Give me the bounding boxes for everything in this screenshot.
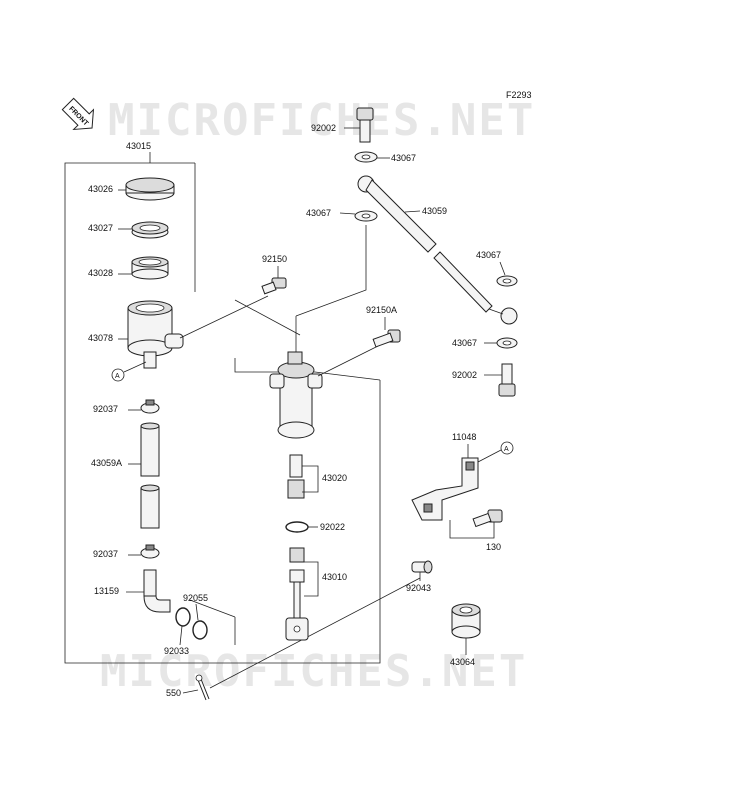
label-43064: 43064 xyxy=(450,657,475,667)
label-92043: 92043 xyxy=(406,583,431,593)
part-92150 xyxy=(261,277,287,295)
assembly-box xyxy=(64,162,381,664)
front-arrow-icon: FRONT xyxy=(61,97,95,131)
ref-marker-a-right xyxy=(500,441,514,455)
part-92043 xyxy=(411,560,433,574)
label-43078: 43078 xyxy=(88,333,113,343)
label-92002-lower: 92002 xyxy=(452,370,477,380)
label-92033: 92033 xyxy=(164,646,189,656)
label-92150: 92150 xyxy=(262,254,287,264)
label-43010: 43010 xyxy=(322,572,347,582)
label-43020: 43020 xyxy=(322,473,347,483)
label-130: 130 xyxy=(486,542,501,552)
part-92055 xyxy=(192,620,208,640)
part-92037-upper xyxy=(140,399,160,414)
part-11048 xyxy=(411,457,479,521)
label-43059A: 43059A xyxy=(91,458,122,468)
part-43078 xyxy=(127,300,184,369)
watermark-top: MICROFICHES.NET xyxy=(108,95,535,146)
part-43026 xyxy=(125,177,175,201)
part-550 xyxy=(195,674,210,701)
part-92022 xyxy=(285,521,309,533)
label-92002-upper: 92002 xyxy=(311,123,336,133)
part-92150A xyxy=(372,329,401,348)
label-43059: 43059 xyxy=(422,206,447,216)
figure-code: F2293 xyxy=(506,90,532,100)
part-92002-lower xyxy=(498,363,516,397)
label-11048: 11048 xyxy=(452,432,476,442)
part-43059 xyxy=(357,175,518,325)
label-43067-1: 43067 xyxy=(391,153,416,163)
part-13159 xyxy=(143,569,171,613)
label-43028: 43028 xyxy=(88,268,113,278)
label-43067-3: 43067 xyxy=(476,250,501,260)
part-43059A xyxy=(140,422,160,529)
label-43026: 43026 xyxy=(88,184,113,194)
part-43010 xyxy=(285,547,309,641)
part-130 xyxy=(472,509,503,528)
label-43067-4: 43067 xyxy=(452,338,477,348)
label-43027: 43027 xyxy=(88,223,113,233)
part-92002-upper xyxy=(356,107,374,143)
part-43064 xyxy=(451,603,481,639)
watermark-bottom: MICROFICHES.NET xyxy=(100,646,527,697)
part-43020 xyxy=(287,454,305,499)
label-92055: 92055 xyxy=(183,593,208,603)
label-43067-2: 43067 xyxy=(306,208,331,218)
label-92037-lower: 92037 xyxy=(93,549,118,559)
part-92037-lower xyxy=(140,544,160,559)
part-92033 xyxy=(175,607,191,627)
label-13159: 13159 xyxy=(94,586,119,596)
ref-marker-a-left-label: A xyxy=(115,373,120,380)
part-43028 xyxy=(131,256,169,280)
label-550: 550 xyxy=(166,688,181,698)
label-43015: 43015 xyxy=(126,141,151,151)
label-92037-upper: 92037 xyxy=(93,404,118,414)
label-92150A: 92150A xyxy=(366,305,397,315)
ref-marker-a-right-label: A xyxy=(504,446,509,453)
ref-marker-a-left xyxy=(111,368,125,382)
part-43027 xyxy=(131,221,169,239)
part-master-cylinder xyxy=(269,351,323,439)
label-92022: 92022 xyxy=(320,522,345,532)
